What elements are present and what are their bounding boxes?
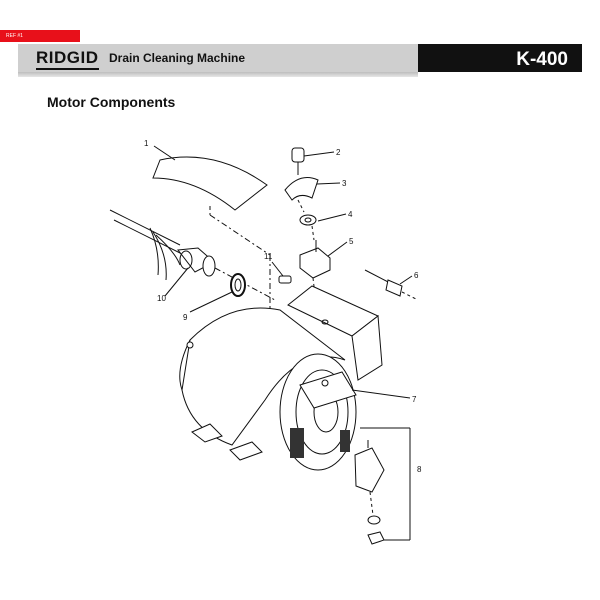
callout-7: 7	[412, 395, 417, 404]
part-2-knob	[291, 147, 305, 175]
brand-logo: RIDGID	[36, 48, 99, 70]
model-box	[418, 44, 582, 72]
part-5-switch	[299, 240, 331, 321]
part-8-capacitor	[354, 427, 411, 545]
motor-body	[179, 285, 383, 471]
section-title: Motor Components	[47, 94, 176, 110]
callout-10: 10	[157, 294, 166, 303]
part-11-tab	[278, 275, 292, 284]
part-9-locknut	[230, 273, 246, 297]
header-bar	[18, 44, 418, 77]
callout-11: 11	[264, 252, 273, 261]
callout-8: 8	[417, 465, 422, 474]
callout-6: 6	[414, 271, 419, 280]
part-10-strain-relief	[177, 247, 276, 301]
document-title: Drain Cleaning Machine	[109, 51, 246, 65]
callout-5: 5	[349, 237, 354, 246]
part-4-washer	[299, 214, 317, 241]
callout-4: 4	[348, 210, 353, 219]
callout-1: 1	[144, 139, 149, 148]
part-6-connector	[364, 269, 419, 301]
callout-9: 9	[183, 313, 188, 322]
power-cable	[109, 209, 185, 281]
callout-2: 2	[336, 148, 341, 157]
ref-tag: REF #1	[0, 30, 80, 42]
callout-3: 3	[342, 179, 347, 188]
part-3-bracket	[284, 177, 319, 213]
model-number: K-400	[516, 49, 568, 70]
